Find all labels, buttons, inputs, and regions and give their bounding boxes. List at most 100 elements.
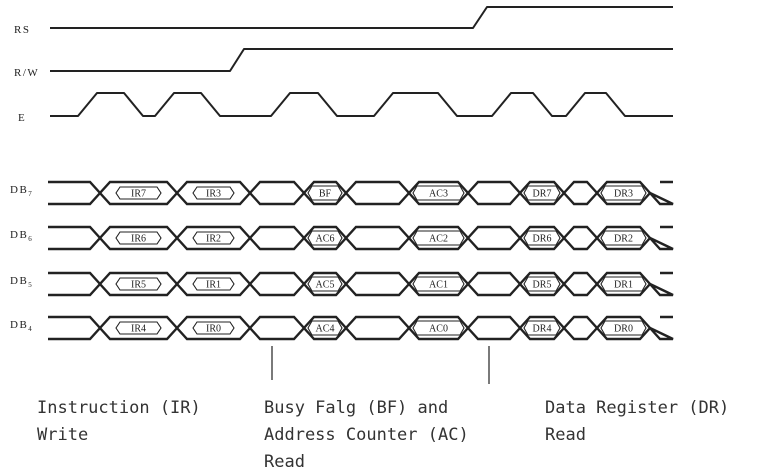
cell-label-ir3: IR3: [206, 189, 221, 200]
bus-segment: [344, 315, 411, 341]
bus-segment: [344, 225, 411, 251]
bus-segment: [562, 315, 599, 341]
caption-busy-flag-read: Busy Falg (BF) and Address Counter (AC) …: [264, 398, 469, 472]
bus-segment: [595, 225, 652, 251]
bus-segment: [98, 315, 179, 341]
cell-box: [523, 320, 561, 336]
bus-segment: [407, 180, 470, 206]
cell-label-dr0: DR0: [614, 324, 633, 335]
bus-segment: [248, 271, 306, 297]
bus-segment: [344, 271, 411, 297]
cell-box: [600, 230, 647, 246]
db5-label: DB5: [10, 275, 33, 289]
bus-segment: [518, 271, 566, 297]
cell-label-ir7: IR7: [131, 189, 146, 200]
cell-label-dr1: DR1: [614, 280, 633, 291]
db6-label: DB6: [10, 229, 33, 243]
bus-segment: [649, 315, 674, 341]
cell-label-ac5: AC5: [316, 280, 335, 291]
cell-box: [523, 230, 561, 246]
cell-box: [115, 321, 162, 335]
cell-label-ac1: AC1: [429, 280, 448, 291]
bus-segment: [248, 315, 306, 341]
bus-segment: [595, 180, 652, 206]
caption-data-register-read: Data Register (DR) Read: [545, 398, 730, 445]
db7-label: DB7: [10, 184, 33, 198]
cell-label-ir4: IR4: [131, 324, 146, 335]
cell-box: [115, 186, 162, 200]
bus-segment: [48, 315, 102, 341]
bus-segment: [248, 225, 306, 251]
cell-box: [600, 320, 647, 336]
cell-box: [192, 321, 235, 335]
cell-label-dr2: DR2: [614, 234, 633, 245]
cell-box: [192, 277, 235, 291]
cell-label-dr5: DR5: [533, 280, 552, 291]
cell-label-ir0: IR0: [206, 324, 221, 335]
bus-segment: [466, 315, 522, 341]
cell-box: [115, 231, 162, 245]
bus-segment: [302, 180, 348, 206]
rw-label: R/W: [14, 67, 39, 79]
bus-segment: [466, 180, 522, 206]
bus-segment: [175, 271, 252, 297]
bus-segment: [48, 271, 102, 297]
cell-box: [600, 276, 647, 292]
cell-box: [412, 230, 465, 246]
cell-box: [600, 185, 647, 201]
cell-box: [412, 185, 465, 201]
bus-segment: [344, 180, 411, 206]
rs-waveform: [50, 6, 673, 29]
cell-label-dr6: DR6: [533, 234, 552, 245]
cell-label-bf: BF: [319, 189, 332, 200]
caption-instruction-write: Instruction (IR) Write: [37, 398, 201, 445]
cell-label-ir1: IR1: [206, 280, 221, 291]
bus-segment: [562, 180, 599, 206]
cell-label-ir2: IR2: [206, 234, 221, 245]
cell-box: [523, 185, 561, 201]
bus-segment: [518, 315, 566, 341]
bus-segment: [98, 180, 179, 206]
bus-segment: [595, 315, 652, 341]
bus-segment: [98, 225, 179, 251]
bus-segment: [518, 180, 566, 206]
cell-box: [307, 185, 343, 201]
bus-segment: [175, 315, 252, 341]
bus-segment: [649, 271, 674, 297]
bus-segment: [407, 225, 470, 251]
bus-segment: [649, 180, 674, 206]
bus-segment: [562, 225, 599, 251]
cell-label-ir6: IR6: [131, 234, 146, 245]
bus-segment: [518, 225, 566, 251]
cell-label-ac0: AC0: [429, 324, 448, 335]
cell-box: [307, 320, 343, 336]
cell-box: [192, 231, 235, 245]
rs-label: RS: [14, 24, 30, 36]
cell-box: [307, 230, 343, 246]
cell-box: [523, 276, 561, 292]
bus-row-db5: IR5 IR1 AC5 AC1 DR5 DR1: [48, 271, 674, 297]
cell-label-dr7: DR7: [533, 189, 552, 200]
e-label: E: [18, 112, 26, 124]
cell-box: [115, 277, 162, 291]
cell-label-ac4: AC4: [316, 324, 335, 335]
bus-segment: [649, 225, 674, 251]
cell-label-ir5: IR5: [131, 280, 146, 291]
cell-label-ac2: AC2: [429, 234, 448, 245]
bus-segment: [248, 180, 306, 206]
bus-segment: [98, 271, 179, 297]
e-waveform: [50, 92, 673, 117]
bus-segment: [48, 225, 102, 251]
cell-box: [412, 276, 465, 292]
bus-segment: [407, 271, 470, 297]
cell-label-ac6: AC6: [316, 234, 335, 245]
rw-waveform: [50, 48, 673, 72]
bus-segment: [595, 271, 652, 297]
bus-segment: [48, 180, 102, 206]
bus-segment: [302, 315, 348, 341]
bus-segment: [302, 225, 348, 251]
